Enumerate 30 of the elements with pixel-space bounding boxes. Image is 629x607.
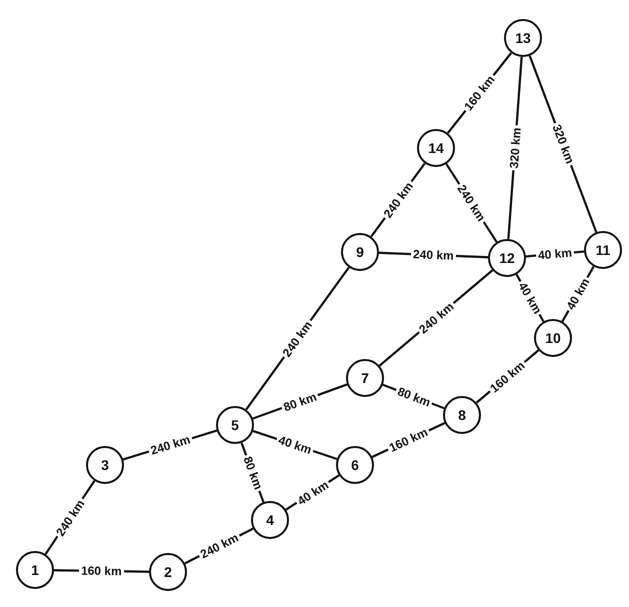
node-circle [16,551,54,589]
node-circle [417,129,455,167]
node-circle [346,359,384,397]
node-number: 3 [101,457,109,473]
node-number: 4 [266,512,274,528]
node-number: 5 [231,417,239,433]
edge-label: 160 km [78,564,124,578]
node-number: 9 [356,244,364,260]
node-circle [149,553,187,591]
node-number: 7 [361,370,369,386]
node-number: 2 [164,564,172,580]
node-circle [341,233,379,271]
node-number: 8 [458,407,466,423]
node-circle [336,446,374,484]
node-circle [251,501,289,539]
node-number: 1 [31,562,39,578]
edge-label: 240 km [410,247,456,263]
node-circle [504,19,542,57]
node-circle [584,231,622,269]
node-number: 6 [351,457,359,473]
node-circle [86,446,124,484]
node-circle [534,319,572,357]
node-circle [216,406,254,444]
node-number: 12 [499,250,515,266]
node-circle [443,396,481,434]
node-number: 11 [596,242,610,258]
node-number: 14 [428,140,444,156]
node-number: 10 [545,330,561,346]
node-number: 13 [515,30,531,46]
node-circle [488,239,526,277]
